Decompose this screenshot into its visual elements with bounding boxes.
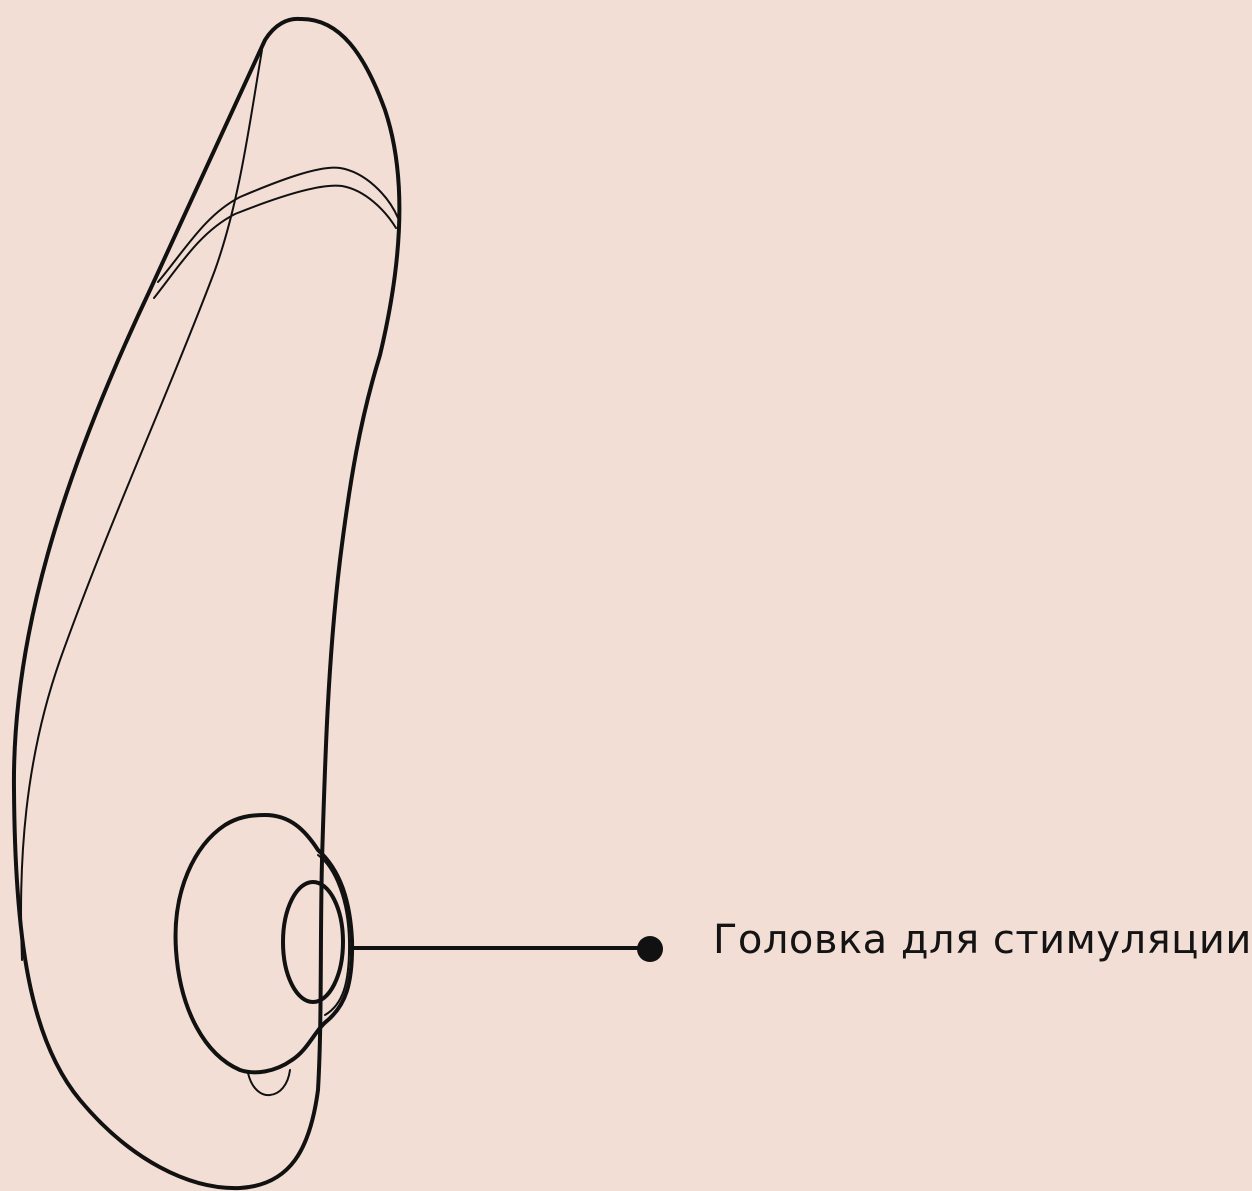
label-leader-dot [637,936,663,962]
device-band-upper [158,168,398,282]
device-body-outline [14,19,399,1188]
stimulation-head-label: Головка для стимуляции [713,914,1252,966]
stimulation-head-cup [176,815,353,1072]
stimulation-opening [283,882,343,1002]
